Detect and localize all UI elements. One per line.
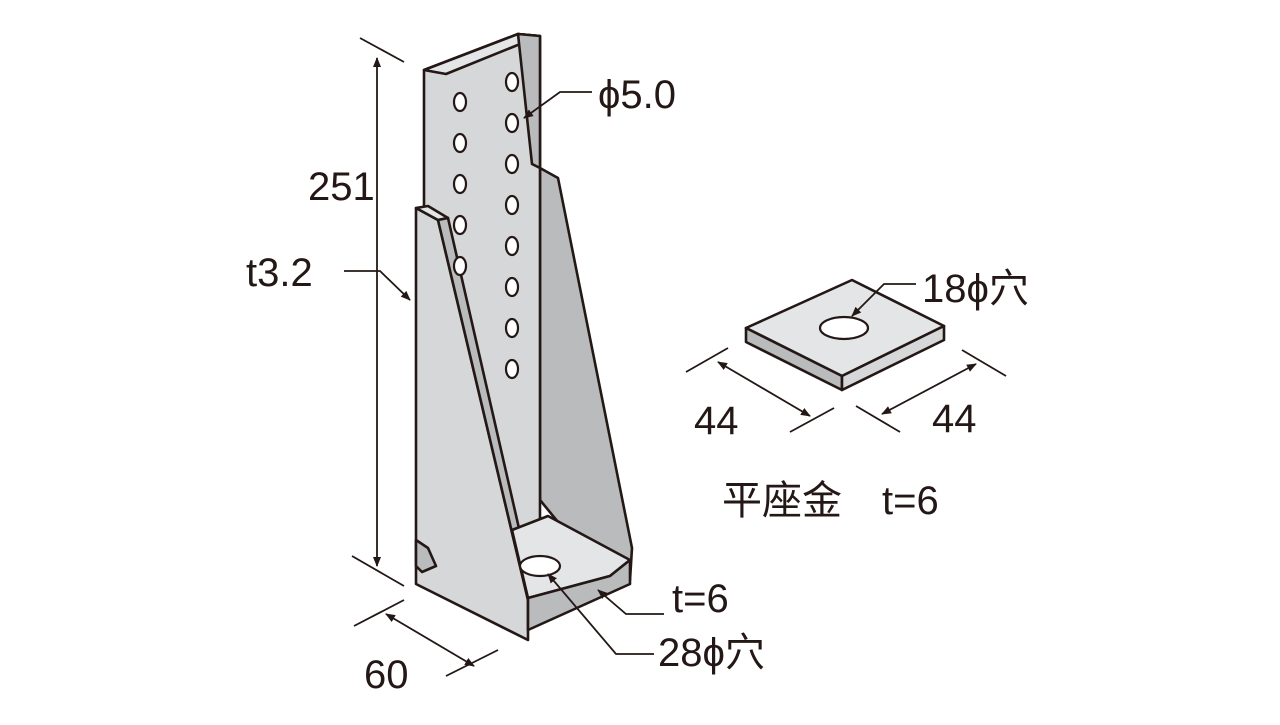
plate-holes-right <box>504 71 520 380</box>
washer-side-a-label: 44 <box>694 399 739 443</box>
base-hole <box>518 554 562 578</box>
washer-name-label: 平座金 t=6 <box>722 479 939 523</box>
thickness-label: t3.2 <box>246 251 313 295</box>
plate-hole <box>504 358 520 380</box>
width-dimension <box>353 599 499 677</box>
base-thickness-leader <box>597 589 664 615</box>
height-label: 251 <box>308 165 375 209</box>
hole-leader <box>523 91 592 119</box>
washer-hole-label: 18ϕ穴 <box>922 267 1029 311</box>
gusset-notch <box>414 538 438 574</box>
plate-hole <box>504 71 520 93</box>
plate-hole <box>452 173 468 195</box>
washer-side-b-dimension <box>855 349 1007 433</box>
plate-hole <box>452 91 468 113</box>
height-dimension <box>351 37 405 587</box>
bracket <box>414 32 634 642</box>
thickness-leader <box>344 270 411 301</box>
washer <box>744 278 946 392</box>
plate-hole <box>504 194 520 216</box>
plate-hole <box>504 153 520 175</box>
washer-hole-leader <box>851 283 916 317</box>
base-hole-leader <box>547 573 654 655</box>
plate-hole <box>452 214 468 236</box>
width-label: 60 <box>364 653 409 697</box>
back-plate-right-edge <box>516 32 542 170</box>
plate-holes-left <box>452 91 468 277</box>
plate-hole <box>504 235 520 257</box>
washer-right-edge <box>840 324 946 392</box>
base-thickness-label: t=6 <box>672 577 729 621</box>
washer-side-a-dimension <box>685 347 835 433</box>
plate-hole <box>452 132 468 154</box>
plate-hole <box>504 112 520 134</box>
plate-hole <box>452 255 468 277</box>
plate-hole <box>504 276 520 298</box>
hole-label: ϕ5.0 <box>598 73 676 117</box>
base-hole-label: 28ϕ穴 <box>658 631 765 675</box>
base-plate-front <box>526 558 632 632</box>
plate-hole <box>504 317 520 339</box>
washer-hole <box>818 315 870 341</box>
washer-side-b-label: 44 <box>932 397 977 441</box>
